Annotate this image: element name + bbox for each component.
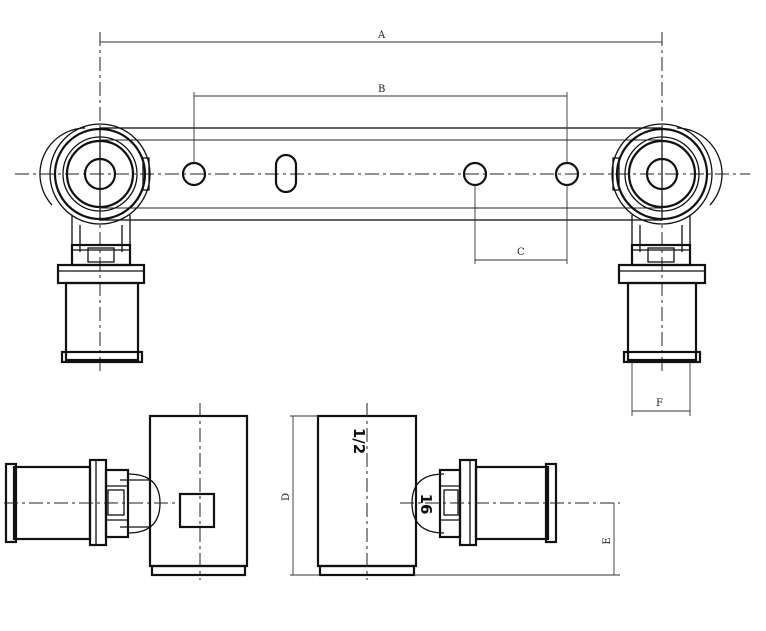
square-boss: [178, 492, 216, 529]
dimension-f-label: F: [656, 398, 663, 409]
dimension-b: B: [193, 84, 568, 163]
dimension-e-label: E: [602, 537, 613, 544]
dimension-c: C: [474, 185, 568, 264]
dimension-e: E: [414, 503, 620, 576]
dimension-d: D: [281, 415, 320, 576]
front-view: [4, 403, 249, 580]
left-elbow-fitting: [39, 32, 151, 372]
dimension-f: F: [631, 362, 691, 416]
dimension-d-label: D: [281, 493, 292, 501]
dimension-a: A: [100, 30, 662, 43]
slot-hole: [274, 153, 298, 194]
side-view: 1/2 16 D E: [281, 403, 620, 580]
thread-size-marking: 1/2: [350, 428, 368, 454]
dimension-c-label: C: [517, 247, 525, 258]
dimension-b-label: B: [378, 84, 385, 95]
pipe-size-marking: 16: [417, 494, 435, 515]
right-elbow-fitting: [611, 32, 723, 372]
dimension-a-label: A: [377, 30, 386, 41]
top-view: A B C F: [15, 30, 750, 416]
